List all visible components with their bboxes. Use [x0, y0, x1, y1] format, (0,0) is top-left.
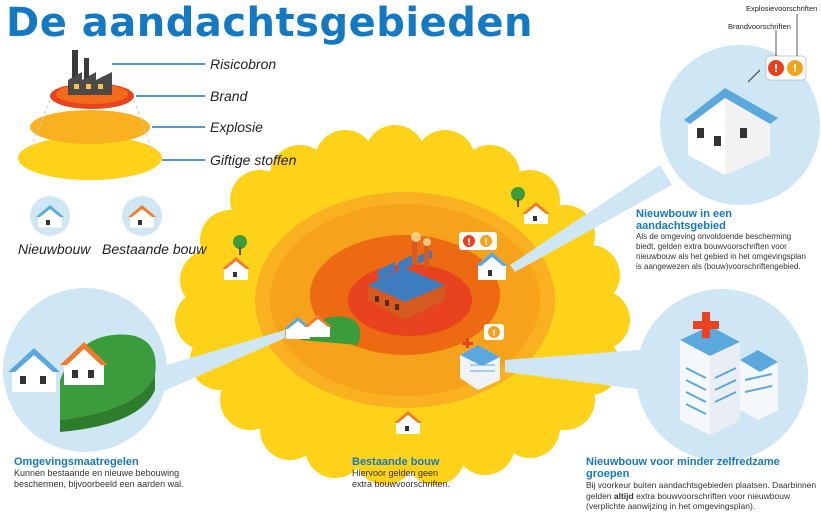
legend-nieuwbouw-badge	[30, 196, 70, 236]
caption-bestaande-title: Bestaande bouw	[352, 456, 440, 468]
caption-nieuwbouw: Nieuwbouw in een aandachtsgebied Als de …	[636, 208, 818, 272]
zone-house-left	[222, 235, 250, 280]
caption-minder-line3: (verplichte aanwijzing in het omgevingsp…	[586, 501, 756, 511]
zone-hospital: !	[460, 324, 504, 390]
page-title: De aandachtsgebieden	[6, 0, 533, 46]
svg-text:!: !	[492, 329, 496, 339]
legend-label-bestaande-bouw: Bestaande bouw	[102, 241, 207, 257]
caption-omgeving: Omgevingsmaatregelen Kunnen bestaande en…	[14, 456, 234, 490]
caption-omgeving-line: beschermen, bijvoorbeeld een aarden wal.	[14, 479, 184, 489]
caption-nieuwbouw-line: nieuwbouw als het gebied in het omgeving…	[636, 252, 806, 261]
caption-minder-line2-post: extra bouwvoorschriften voor nieuwbouw	[633, 490, 791, 501]
sign-label-brandvoorschriften: Brandvoorschriften	[728, 22, 791, 31]
caption-minder-line2-bold: altijd	[613, 490, 634, 501]
sign-label-explosievoorschriften: Explosievoorschriften	[746, 4, 818, 13]
legend-bestaande-badge	[122, 196, 162, 236]
caption-nieuwbouw-line: biedt, gelden extra bouwvoorschriften vo…	[636, 242, 787, 251]
caption-minder-title: Nieuwbouw voor minder zelfredzame groepe…	[586, 456, 780, 480]
caption-omgeving-line: Kunnen bestaande en nieuwe bebouwing	[14, 468, 180, 478]
callout-minder-zelfredzaam	[505, 289, 808, 461]
caption-minder-line1: Bij voorkeur buiten aandachtsgebieden pl…	[586, 480, 817, 490]
zone-newbuild-house: ! !	[459, 232, 508, 280]
zone-house-bottom	[394, 411, 422, 434]
caption-nieuwbouw-title: Nieuwbouw in een aandachtsgebied	[636, 208, 732, 232]
zone-houses-with-wall	[284, 315, 361, 345]
caption-bestaande: Bestaande bouw Hiervoor gelden geen extr…	[352, 456, 502, 490]
legend-label-risicobron: Risicobron	[210, 56, 277, 72]
caption-bestaande-line: Hiervoor gelden geen	[352, 468, 439, 478]
central-factory-icon	[368, 232, 445, 320]
factory-icon	[68, 50, 112, 95]
legend-label-brand: Brand	[210, 88, 248, 104]
svg-text:!: !	[792, 62, 797, 75]
legend-giftige-zone	[18, 136, 162, 180]
svg-text:!: !	[484, 238, 488, 248]
aandachtsgebieden-illustration: ! ! !	[3, 14, 820, 485]
callout-omgeving	[3, 288, 285, 452]
caption-nieuwbouw-line: is aangewezen als (bouw)voorschriftengeb…	[636, 262, 801, 271]
svg-text:!: !	[467, 238, 471, 248]
zone-house-top	[511, 187, 550, 224]
legend-label-explosie: Explosie	[210, 119, 263, 135]
callout-nieuwbouw: ! !	[510, 14, 820, 272]
caption-nieuwbouw-line: Als de omgeving onvoldoende bescherming	[636, 232, 792, 241]
caption-omgeving-title: Omgevingsmaatregelen	[14, 456, 139, 468]
caption-minder-line2: gelden altijd extra bouwvoorschriften vo…	[586, 491, 818, 502]
legend-zone-stack	[18, 50, 205, 180]
legend-label-nieuwbouw: Nieuwbouw	[18, 241, 91, 257]
legend-label-giftige-stoffen: Giftige stoffen	[210, 152, 297, 168]
caption-minder-line2-pre: gelden	[586, 490, 614, 501]
caption-minder: Nieuwbouw voor minder zelfredzame groepe…	[586, 456, 818, 512]
caption-bestaande-line: extra bouwvoorschriften.	[352, 479, 451, 489]
svg-text:!: !	[773, 62, 778, 75]
legend-explosie-zone	[30, 110, 150, 144]
